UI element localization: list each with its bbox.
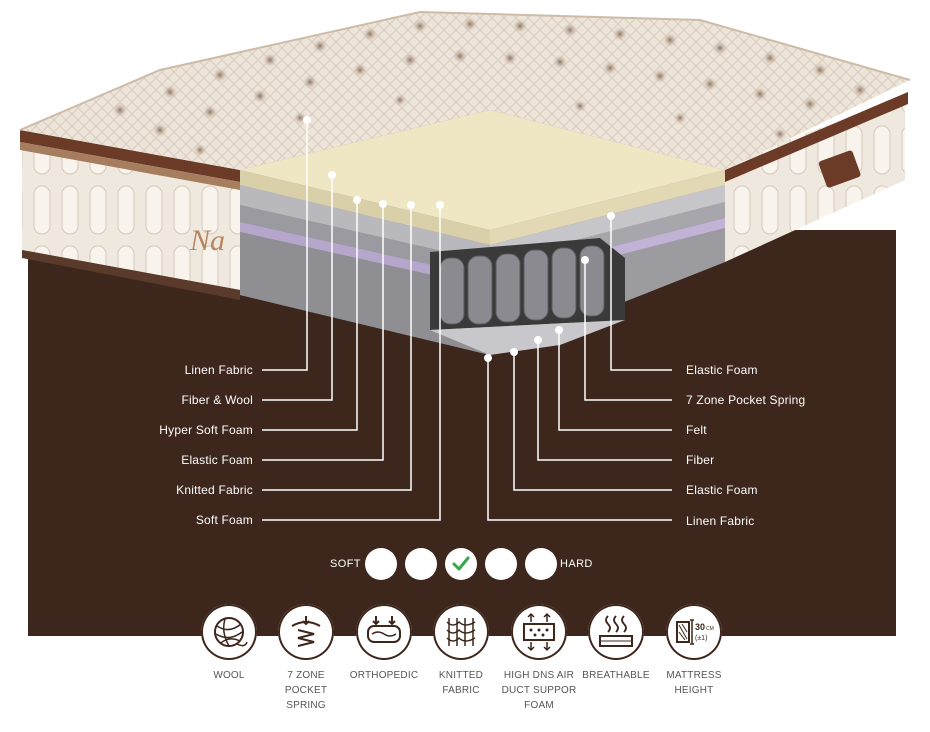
layer-label-left-2: Fiber & Wool: [181, 393, 253, 407]
wool-ball-icon: [214, 617, 248, 647]
layer-label-right-6: Linen Fabric: [686, 514, 755, 528]
layer-label-right-4: Fiber: [686, 453, 715, 467]
pocket-spring-icon: [291, 616, 321, 647]
firmness-level-2: [405, 548, 437, 580]
feature-mattress-height: 30 CM (±1) MATTRESS HEIGHT: [654, 604, 734, 698]
firmness-level-5: [525, 548, 557, 580]
check-icon: [452, 556, 470, 571]
feature-caption: WOOL: [213, 670, 245, 681]
layer-label-left-6: Soft Foam: [195, 513, 253, 527]
layer-label-left-5: Knitted Fabric: [176, 483, 253, 497]
height-tolerance: (±1): [695, 635, 707, 642]
feature-orthopedic: ORTHOPEDIC: [344, 604, 424, 683]
feature-caption: 7 ZONE POCKET SPRING: [284, 670, 328, 711]
feature-caption: HIGH DNS AIR DUCT SUPPOR FOAM: [501, 670, 577, 711]
feature-caption: BREATHABLE: [582, 670, 650, 681]
layer-label-right-1: Elastic Foam: [686, 363, 758, 377]
feature-pocket-spring: 7 ZONE POCKET SPRING: [266, 604, 346, 713]
breathable-icon: [599, 615, 633, 647]
feature-caption: KNITTED FABRIC: [438, 670, 484, 696]
svg-text:Na: Na: [189, 224, 225, 257]
layer-label-right-3: Felt: [686, 423, 707, 437]
layer-label-left-4: Elastic Foam: [181, 453, 253, 467]
feature-breathable: BREATHABLE: [576, 604, 656, 683]
layer-label-left-3: Hyper Soft Foam: [159, 423, 253, 437]
feature-air-duct-foam: HIGH DNS AIR DUCT SUPPOR FOAM: [499, 604, 579, 713]
air-duct-foam-icon: [523, 612, 555, 652]
orthopedic-icon: [367, 616, 401, 643]
height-unit: CM: [706, 626, 714, 632]
layer-label-right-2: 7 Zone Pocket Spring: [686, 393, 806, 407]
height-value: 30: [695, 622, 705, 632]
feature-knitted-fabric: KNITTED FABRIC: [421, 604, 501, 698]
layer-label-left-1: Linen Fabric: [184, 363, 253, 377]
mattress-height-icon: 30 CM (±1): [676, 619, 714, 645]
feature-caption: MATTRESS HEIGHT: [666, 670, 722, 696]
layer-label-right-5: Elastic Foam: [686, 483, 758, 497]
knitted-fabric-icon: [446, 618, 476, 646]
feature-wool: WOOL: [189, 604, 269, 683]
firmness-level-1: [365, 548, 397, 580]
firmness-hard-label: HARD: [560, 558, 593, 570]
firmness-level-3: [445, 548, 477, 580]
firmness-scale: SOFT HARD: [330, 548, 630, 582]
firmness-level-4: [485, 548, 517, 580]
feature-caption: ORTHOPEDIC: [349, 670, 419, 681]
firmness-soft-label: SOFT: [330, 558, 361, 570]
